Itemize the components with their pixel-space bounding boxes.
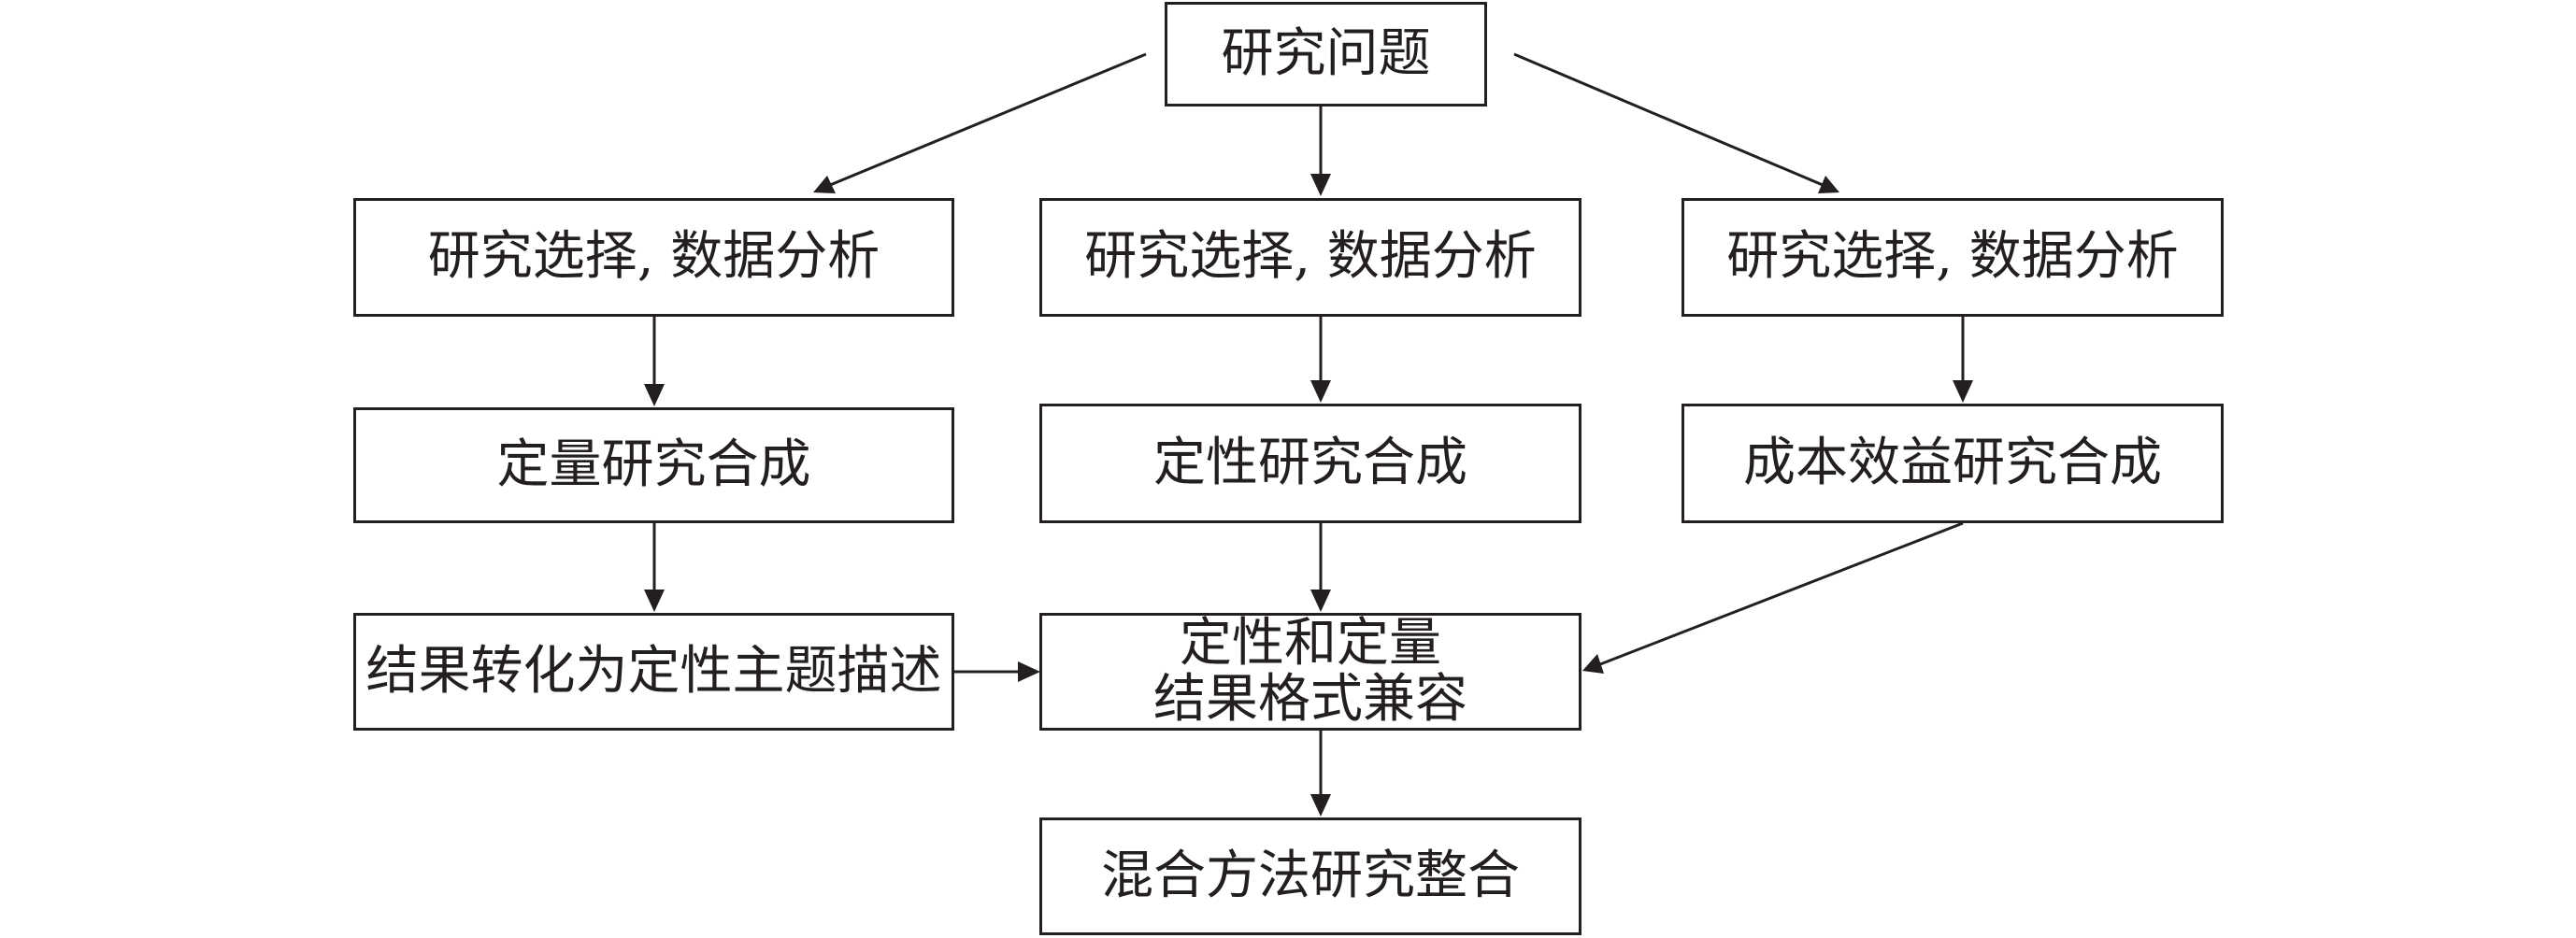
arrow-question-to-select-left xyxy=(813,52,1147,193)
node-label: 成本效益研究合成 xyxy=(1743,432,2162,493)
node-label: 研究选择, 数据分析 xyxy=(427,226,880,288)
node-format-compatible: 定性和定量 结果格式兼容 xyxy=(1039,613,1581,731)
arrow-select-mid-to-qual xyxy=(1310,317,1331,403)
arrow-compatible-to-integration xyxy=(1310,731,1331,817)
node-quantitative-synthesis: 定量研究合成 xyxy=(353,407,954,523)
node-label: 混合方法研究整合 xyxy=(1101,845,1520,906)
arrow-quant-to-transform xyxy=(644,523,665,612)
node-label: 研究选择, 数据分析 xyxy=(1726,226,2179,288)
node-cost-effectiveness-synthesis: 成本效益研究合成 xyxy=(1682,404,2224,523)
node-research-question: 研究问题 xyxy=(1165,2,1487,107)
node-label-line2: 结果格式兼容 xyxy=(1153,669,1467,730)
node-label: 研究选择, 数据分析 xyxy=(1084,226,1537,288)
node-transform-to-themes: 结果转化为定性主题描述 xyxy=(353,613,954,731)
arrow-select-right-to-cost xyxy=(1953,317,1973,403)
node-study-selection-middle: 研究选择, 数据分析 xyxy=(1039,198,1581,317)
arrow-qual-to-compatible xyxy=(1310,523,1331,612)
arrow-transform-to-compatible xyxy=(953,661,1040,682)
node-qualitative-synthesis: 定性研究合成 xyxy=(1039,404,1581,523)
node-mixed-methods-integration: 混合方法研究整合 xyxy=(1039,817,1581,935)
arrow-question-to-select-right xyxy=(1513,52,1839,193)
arrow-cost-to-compatible xyxy=(1582,521,1964,674)
node-study-selection-left: 研究选择, 数据分析 xyxy=(353,198,954,317)
node-label: 定量研究合成 xyxy=(496,433,811,495)
node-label: 定性研究合成 xyxy=(1153,432,1467,493)
node-study-selection-right: 研究选择, 数据分析 xyxy=(1682,198,2224,317)
node-label-line1: 定性和定量 xyxy=(1180,612,1441,674)
node-label: 研究问题 xyxy=(1221,22,1431,84)
node-label: 结果转化为定性主题描述 xyxy=(365,640,942,702)
arrow-question-to-select-mid xyxy=(1310,107,1331,196)
arrow-select-left-to-quant xyxy=(644,317,665,406)
